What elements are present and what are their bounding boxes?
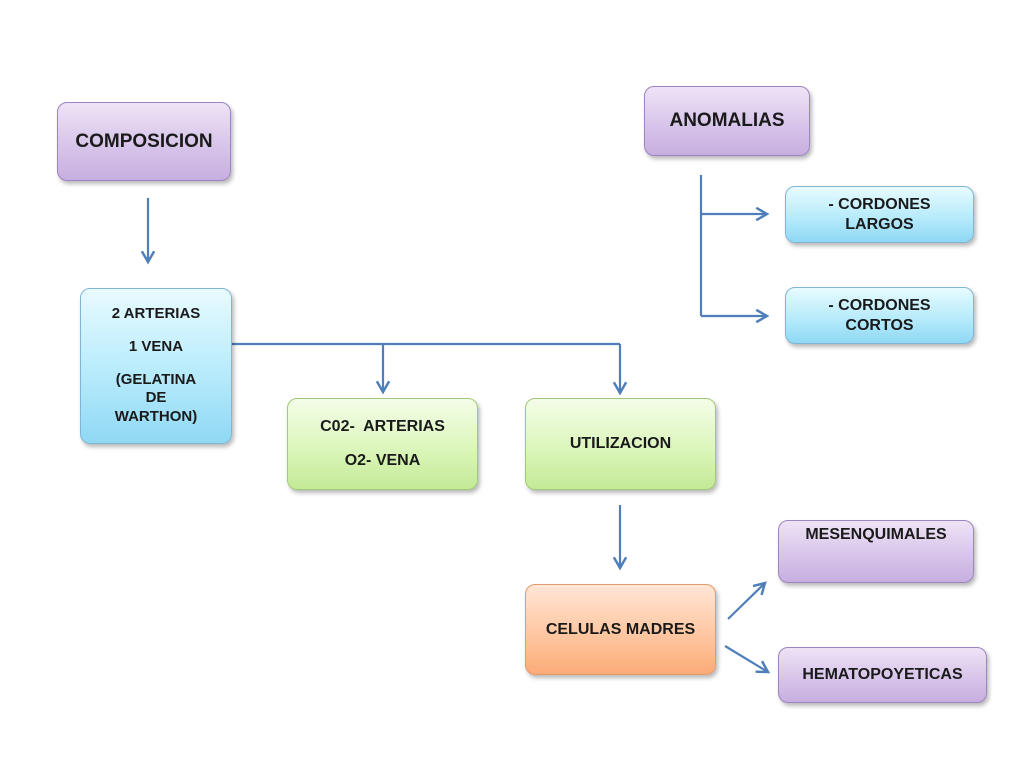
cordones-cortos-line-2: CORTOS xyxy=(845,316,914,334)
cordones-cortos-node: - CORDONES CORTOS xyxy=(785,287,974,344)
utilizacion-node: UTILIZACION xyxy=(525,398,716,490)
mesenquimales-node: MESENQUIMALES xyxy=(778,520,974,583)
detail-vena: 1 VENA xyxy=(128,337,184,355)
composicion-node: COMPOSICION xyxy=(57,102,231,181)
celulas-madres-label: CELULAS MADRES xyxy=(545,620,696,638)
intercambio-arterias: C02- ARTERIAS xyxy=(320,418,445,435)
arrow-to-hematopoyeticas xyxy=(724,645,771,674)
intercambio-node: C02- ARTERIAS O2- VENA xyxy=(287,398,478,490)
arrow-to-mesenquimales xyxy=(727,581,767,620)
composicion-label: COMPOSICION xyxy=(75,130,213,152)
detail-de: DE xyxy=(145,389,167,407)
detail-warthon: WARTHON) xyxy=(114,408,198,426)
utilizacion-label: UTILIZACION xyxy=(569,435,672,452)
cordones-largos-line-1: - CORDONES xyxy=(828,195,931,213)
hematopoyeticas-node: HEMATOPOYETICAS xyxy=(778,647,987,703)
cordones-largos-node: - CORDONES LARGOS xyxy=(785,186,974,243)
composicion-detail-node: 2 ARTERIAS 1 VENA (GELATINA DE WARTHON) xyxy=(80,288,232,444)
hematopoyeticas-label: HEMATOPOYETICAS xyxy=(802,666,963,683)
mesenquimales-label: MESENQUIMALES xyxy=(805,526,947,543)
intercambio-vena: O2- VENA xyxy=(344,452,421,469)
detail-gelatina: (GELATINA xyxy=(115,370,197,388)
anomalias-label: ANOMALIAS xyxy=(669,110,785,132)
cordones-cortos-line-1: - CORDONES xyxy=(828,296,931,314)
detail-arterias: 2 ARTERIAS xyxy=(111,305,201,323)
celulas-madres-node: CELULAS MADRES xyxy=(525,584,716,675)
anomalias-node: ANOMALIAS xyxy=(644,86,810,156)
cordones-largos-line-2: LARGOS xyxy=(845,215,914,233)
